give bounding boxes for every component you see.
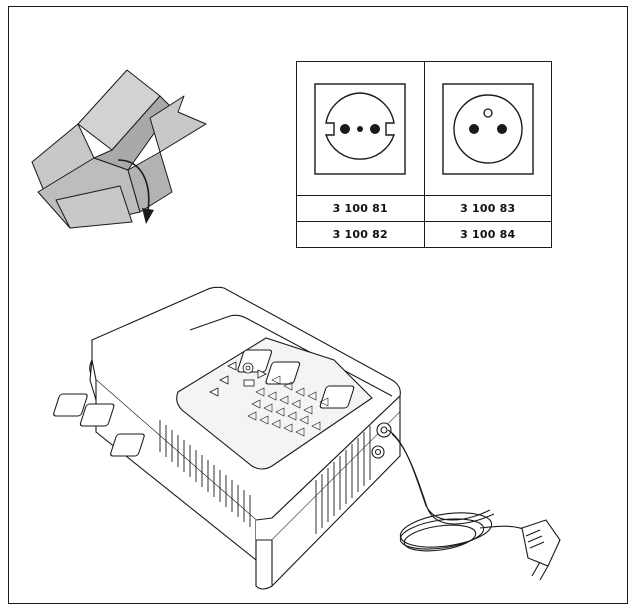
model-code: 3 100 83 (423, 195, 552, 222)
model-code: 3 100 84 (423, 221, 552, 248)
curved-arrow-icon (117, 159, 154, 224)
ups-device-illustration (53, 286, 401, 590)
model-row: 3 100 81 3 100 83 (296, 195, 552, 222)
page-frame (8, 6, 628, 604)
socket-cell-schuko (296, 61, 425, 196)
power-plug-icon (521, 519, 561, 581)
socket-cell-french (423, 61, 552, 196)
model-socket-table: 3 100 81 3 100 83 3 100 82 3 100 84 (296, 61, 552, 248)
power-cord-illustration (387, 429, 531, 552)
open-box-icon (31, 69, 207, 229)
schuko-socket-icon (314, 82, 406, 175)
model-row: 3 100 82 3 100 84 (296, 221, 552, 248)
model-code: 3 100 81 (296, 195, 425, 222)
french-socket-icon (442, 82, 534, 175)
model-code: 3 100 82 (296, 221, 425, 248)
socket-row (296, 61, 552, 196)
